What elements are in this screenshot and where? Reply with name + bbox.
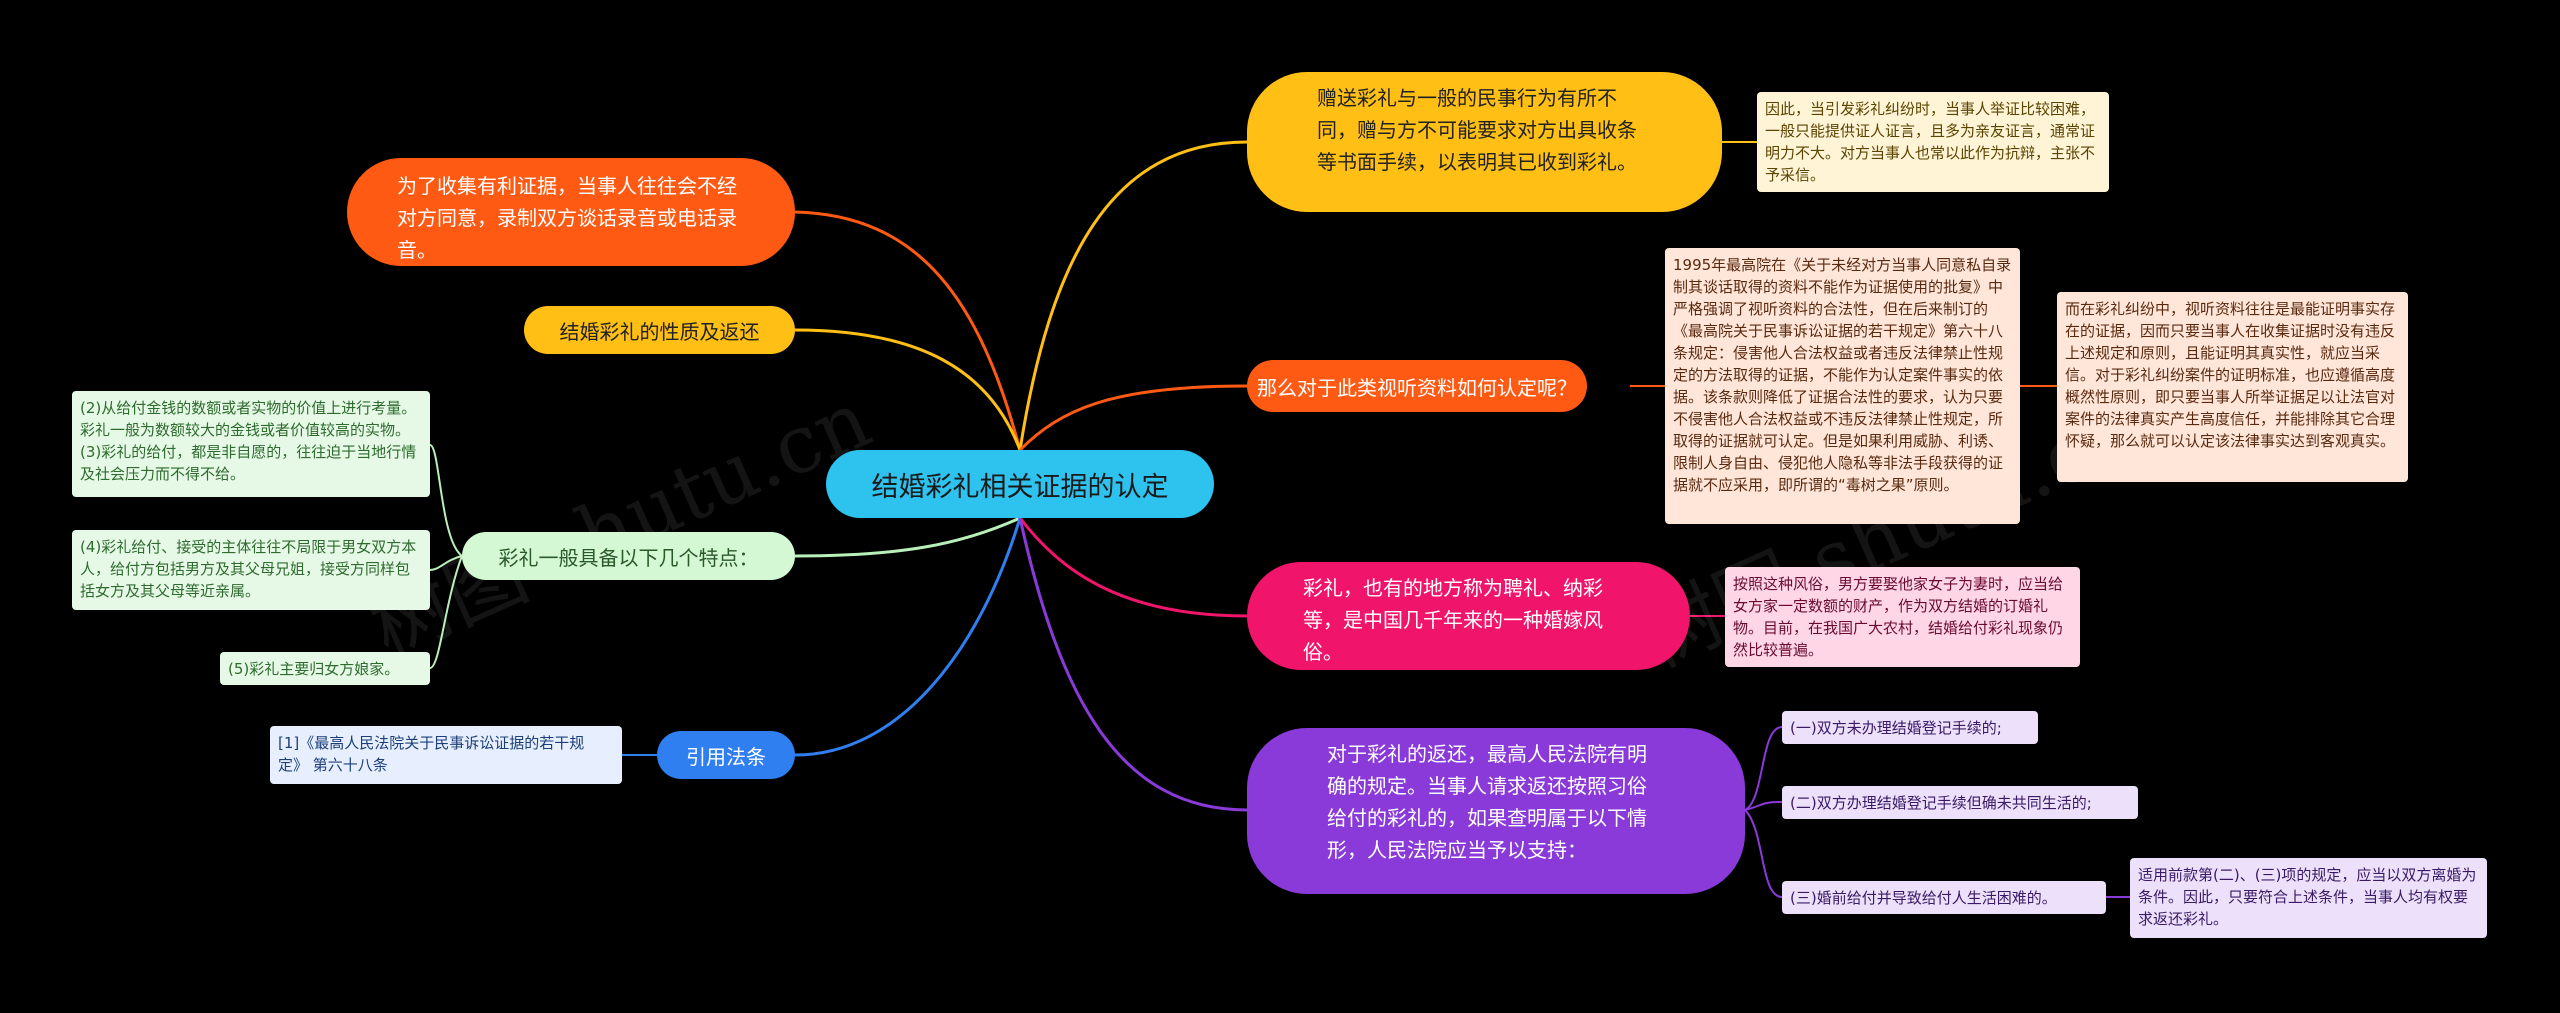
detail-return-1: (一)双方未办理结婚登记手续的;: [1782, 711, 2038, 744]
detail-return-2: (二)双方办理结婚登记手续但确未共同生活的;: [1782, 786, 2138, 819]
detail-audiovisual-2: 而在彩礼纠纷中，视听资料往往是最能证明事实存在的证据，因而只要当事人在收集证据时…: [2057, 292, 2408, 482]
topic-audiovisual[interactable]: 那么对于此类视听资料如何认定呢？: [1247, 360, 1587, 412]
detail-return-3: (三)婚前给付并导致给付人生活困难的。: [1782, 881, 2106, 914]
connector-gift: [1018, 140, 1248, 451]
topic-law[interactable]: 引用法条: [657, 731, 795, 779]
detail-gift: 因此，当引发彩礼纠纷时，当事人举证比较困难，一般只能提供证人证言，且多为亲友证言…: [1757, 92, 2109, 192]
connector-features: [794, 516, 1021, 558]
connector-caili: [1018, 517, 1248, 618]
connector-record: [794, 210, 1022, 451]
topic-nature[interactable]: 结婚彩礼的性质及返还: [524, 306, 795, 354]
connector-ret1: [1744, 726, 1783, 811]
topic-caili[interactable]: 彩礼，也有的地方称为聘礼、纳彩等，是中国几千年来的一种婚嫁风俗。: [1247, 562, 1690, 670]
topic-features[interactable]: 彩礼一般具备以下几个特点：: [462, 532, 795, 580]
detail-law-citation: [1]《最高人民法院关于民事诉讼证据的若干规定》 第六十八条: [270, 726, 622, 784]
detail-feature-2-3: (2)从给付金钱的数额或者实物的价值上进行考量。彩礼一般为数额较大的金钱或者价值…: [72, 391, 430, 497]
connector-law: [794, 517, 1022, 757]
connector-av: [1018, 384, 1248, 452]
connector-f3: [429, 555, 463, 669]
detail-audiovisual-1: 1995年最高院在《关于未经对方当事人同意私自录制其谈话取得的资料不能作为证据使…: [1665, 248, 2020, 524]
topic-gift[interactable]: 赠送彩礼与一般的民事行为有所不同，赠与方不可能要求对方出具收条等书面手续，以表明…: [1247, 72, 1722, 212]
detail-feature-4: (4)彩礼给付、接受的主体往往不局限于男女双方本人，给付方包括男方及其父母兄姐，…: [72, 530, 430, 610]
connector-ret3: [1744, 809, 1783, 898]
topic-record[interactable]: 为了收集有利证据，当事人往往会不经对方同意，录制双方谈话录音或电话录音。: [347, 158, 795, 266]
topic-return[interactable]: 对于彩礼的返还，最高人民法院有明确的规定。当事人请求返还按照习俗给付的彩礼的，如…: [1247, 728, 1745, 894]
connector-nature: [794, 328, 1022, 451]
detail-caili: 按照这种风俗，男方要娶他家女子为妻时，应当给女方家一定数额的财产，作为双方结婚的…: [1725, 567, 2080, 667]
connector-return: [1018, 517, 1248, 812]
connector-f2: [429, 555, 463, 571]
detail-feature-5: (5)彩礼主要归女方娘家。: [220, 652, 430, 685]
detail-return-3a: 适用前款第(二)、(三)项的规定，应当以双方离婚为条件。因此，只要符合上述条件，…: [2130, 858, 2487, 938]
connector-f1: [429, 444, 463, 557]
central-topic[interactable]: 结婚彩礼相关证据的认定: [826, 450, 1214, 518]
connector-ret2: [1744, 801, 1783, 811]
